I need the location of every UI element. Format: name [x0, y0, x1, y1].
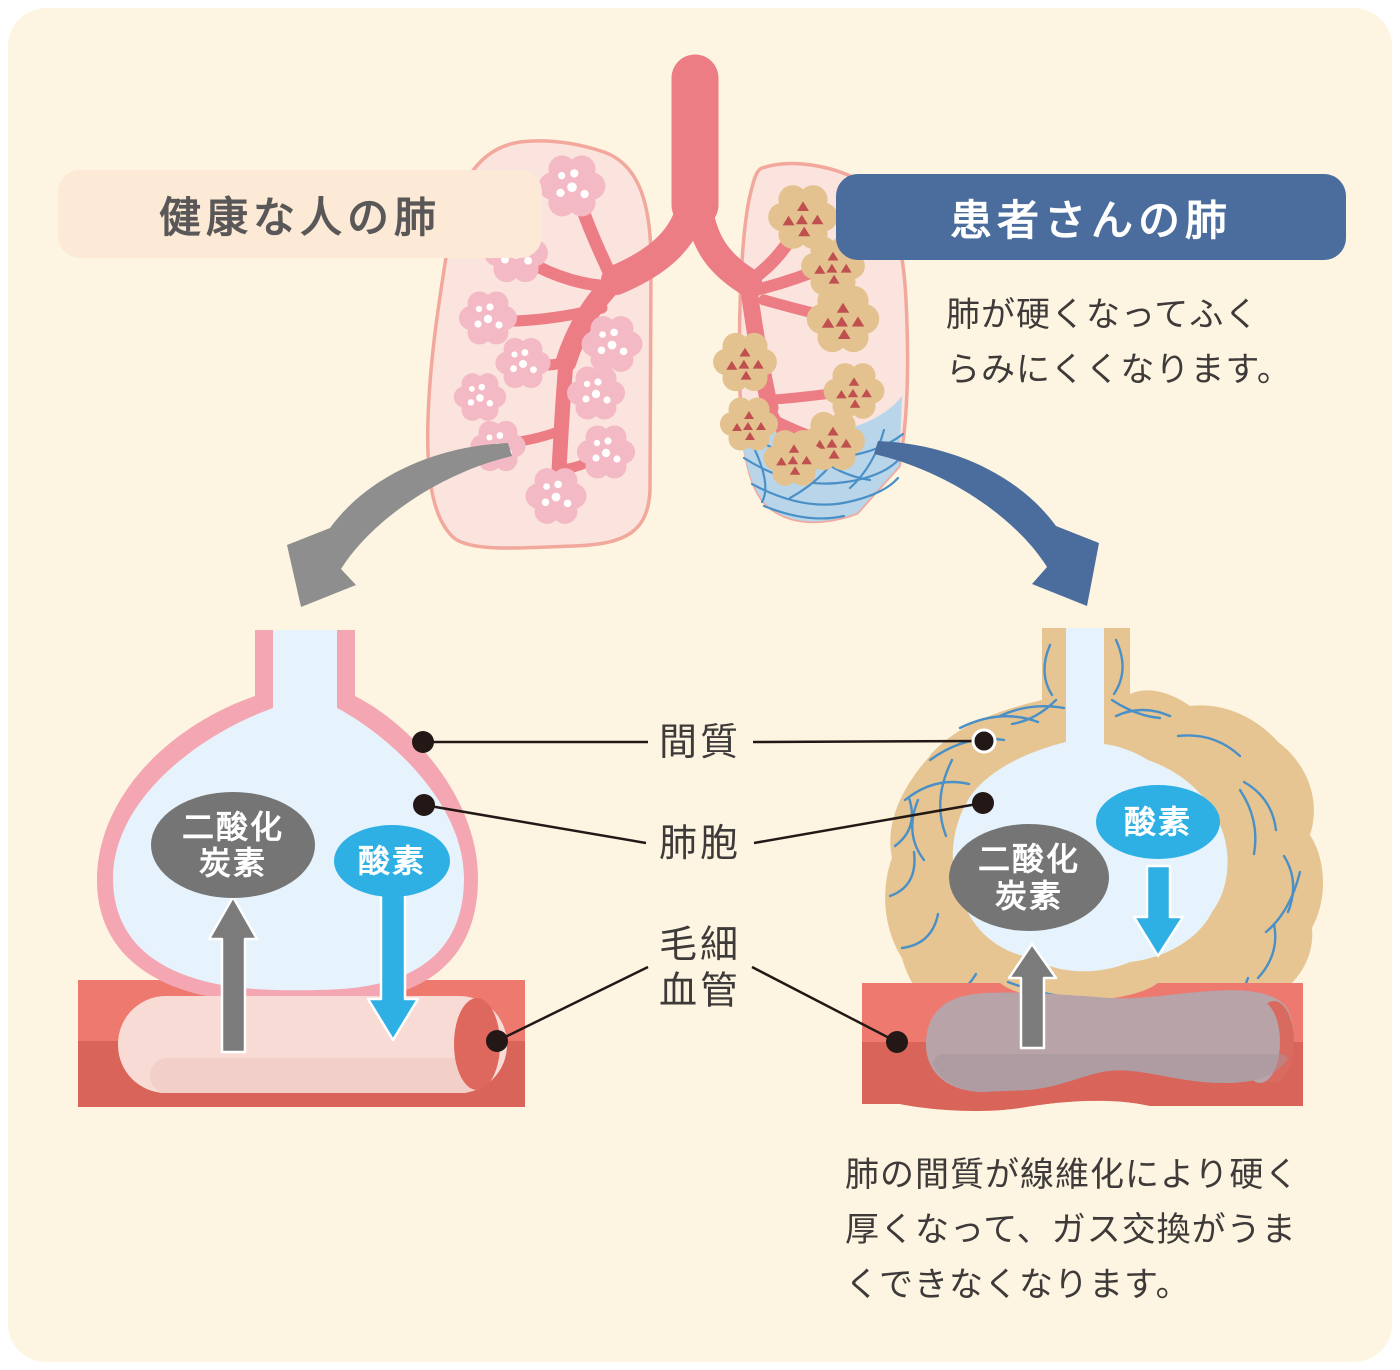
label-capillary-line2: 血管 — [658, 969, 742, 1013]
healthy-lung-title: 健康な人の肺 — [58, 170, 542, 258]
co2-text-line2: 炭素 — [198, 844, 267, 882]
label-capillary: 毛細 血管 — [659, 922, 741, 1015]
label-interstitium: 間質 — [658, 719, 742, 764]
patient-note: 肺が硬くなってふく らみにくくなります。 — [946, 288, 1292, 398]
co2-up-arrow-healthy — [207, 895, 259, 1054]
fibrosis-explanation: 肺の間質が線維化により硬く 厚くなって、ガス交換がうま くできなくなります。 — [845, 1148, 1299, 1313]
healthy-lung-title-text: 健康な人の肺 — [158, 192, 441, 242]
patient-note-line1: 肺が硬くなってふく — [946, 295, 1260, 335]
lungs-illustration — [425, 54, 910, 550]
healthy-vessel-shade — [150, 1058, 480, 1093]
co2-oval-sick: 二酸化 炭素 — [949, 824, 1109, 931]
healthy-vessel-endcap — [454, 998, 500, 1090]
patient-lung-title: 患者さんの肺 — [836, 174, 1346, 260]
co2-text-line2: 炭素 — [994, 876, 1063, 915]
leader-dots — [412, 728, 997, 1053]
fibrosis-explanation-line3: くできなくなります。 — [845, 1265, 1191, 1306]
sick-vessel-shade — [932, 1054, 1288, 1092]
label-capillary-line1: 毛細 — [658, 922, 742, 967]
o2-text: 酸素 — [1123, 802, 1192, 841]
zoom-arrow-patient — [874, 441, 1099, 606]
label-alveolus: 肺胞 — [658, 820, 742, 865]
patient-note-line2: らみにくくなります。 — [946, 350, 1292, 391]
o2-text: 酸素 — [357, 841, 426, 880]
o2-oval-healthy: 酸素 — [334, 825, 450, 897]
fibrosis-explanation-line1: 肺の間質が線維化により硬く — [845, 1155, 1300, 1195]
o2-oval-sick: 酸素 — [1096, 785, 1220, 859]
co2-up-arrow-sick — [1007, 942, 1058, 1050]
gas-arrows — [207, 864, 1185, 1054]
fibrosis-explanation-line2: 厚くなって、ガス交換がうま — [845, 1210, 1297, 1251]
co2-oval-healthy: 二酸化 炭素 — [151, 792, 315, 898]
leader-lines — [423, 739, 985, 1044]
co2-text-line1: 二酸化 — [181, 807, 284, 846]
co2-text-line1: 二酸化 — [977, 840, 1080, 879]
zoom-arrow-healthy — [287, 443, 512, 607]
patient-lung-title-text: 患者さんの肺 — [949, 195, 1232, 245]
o2-down-arrow-sick — [1132, 864, 1185, 958]
